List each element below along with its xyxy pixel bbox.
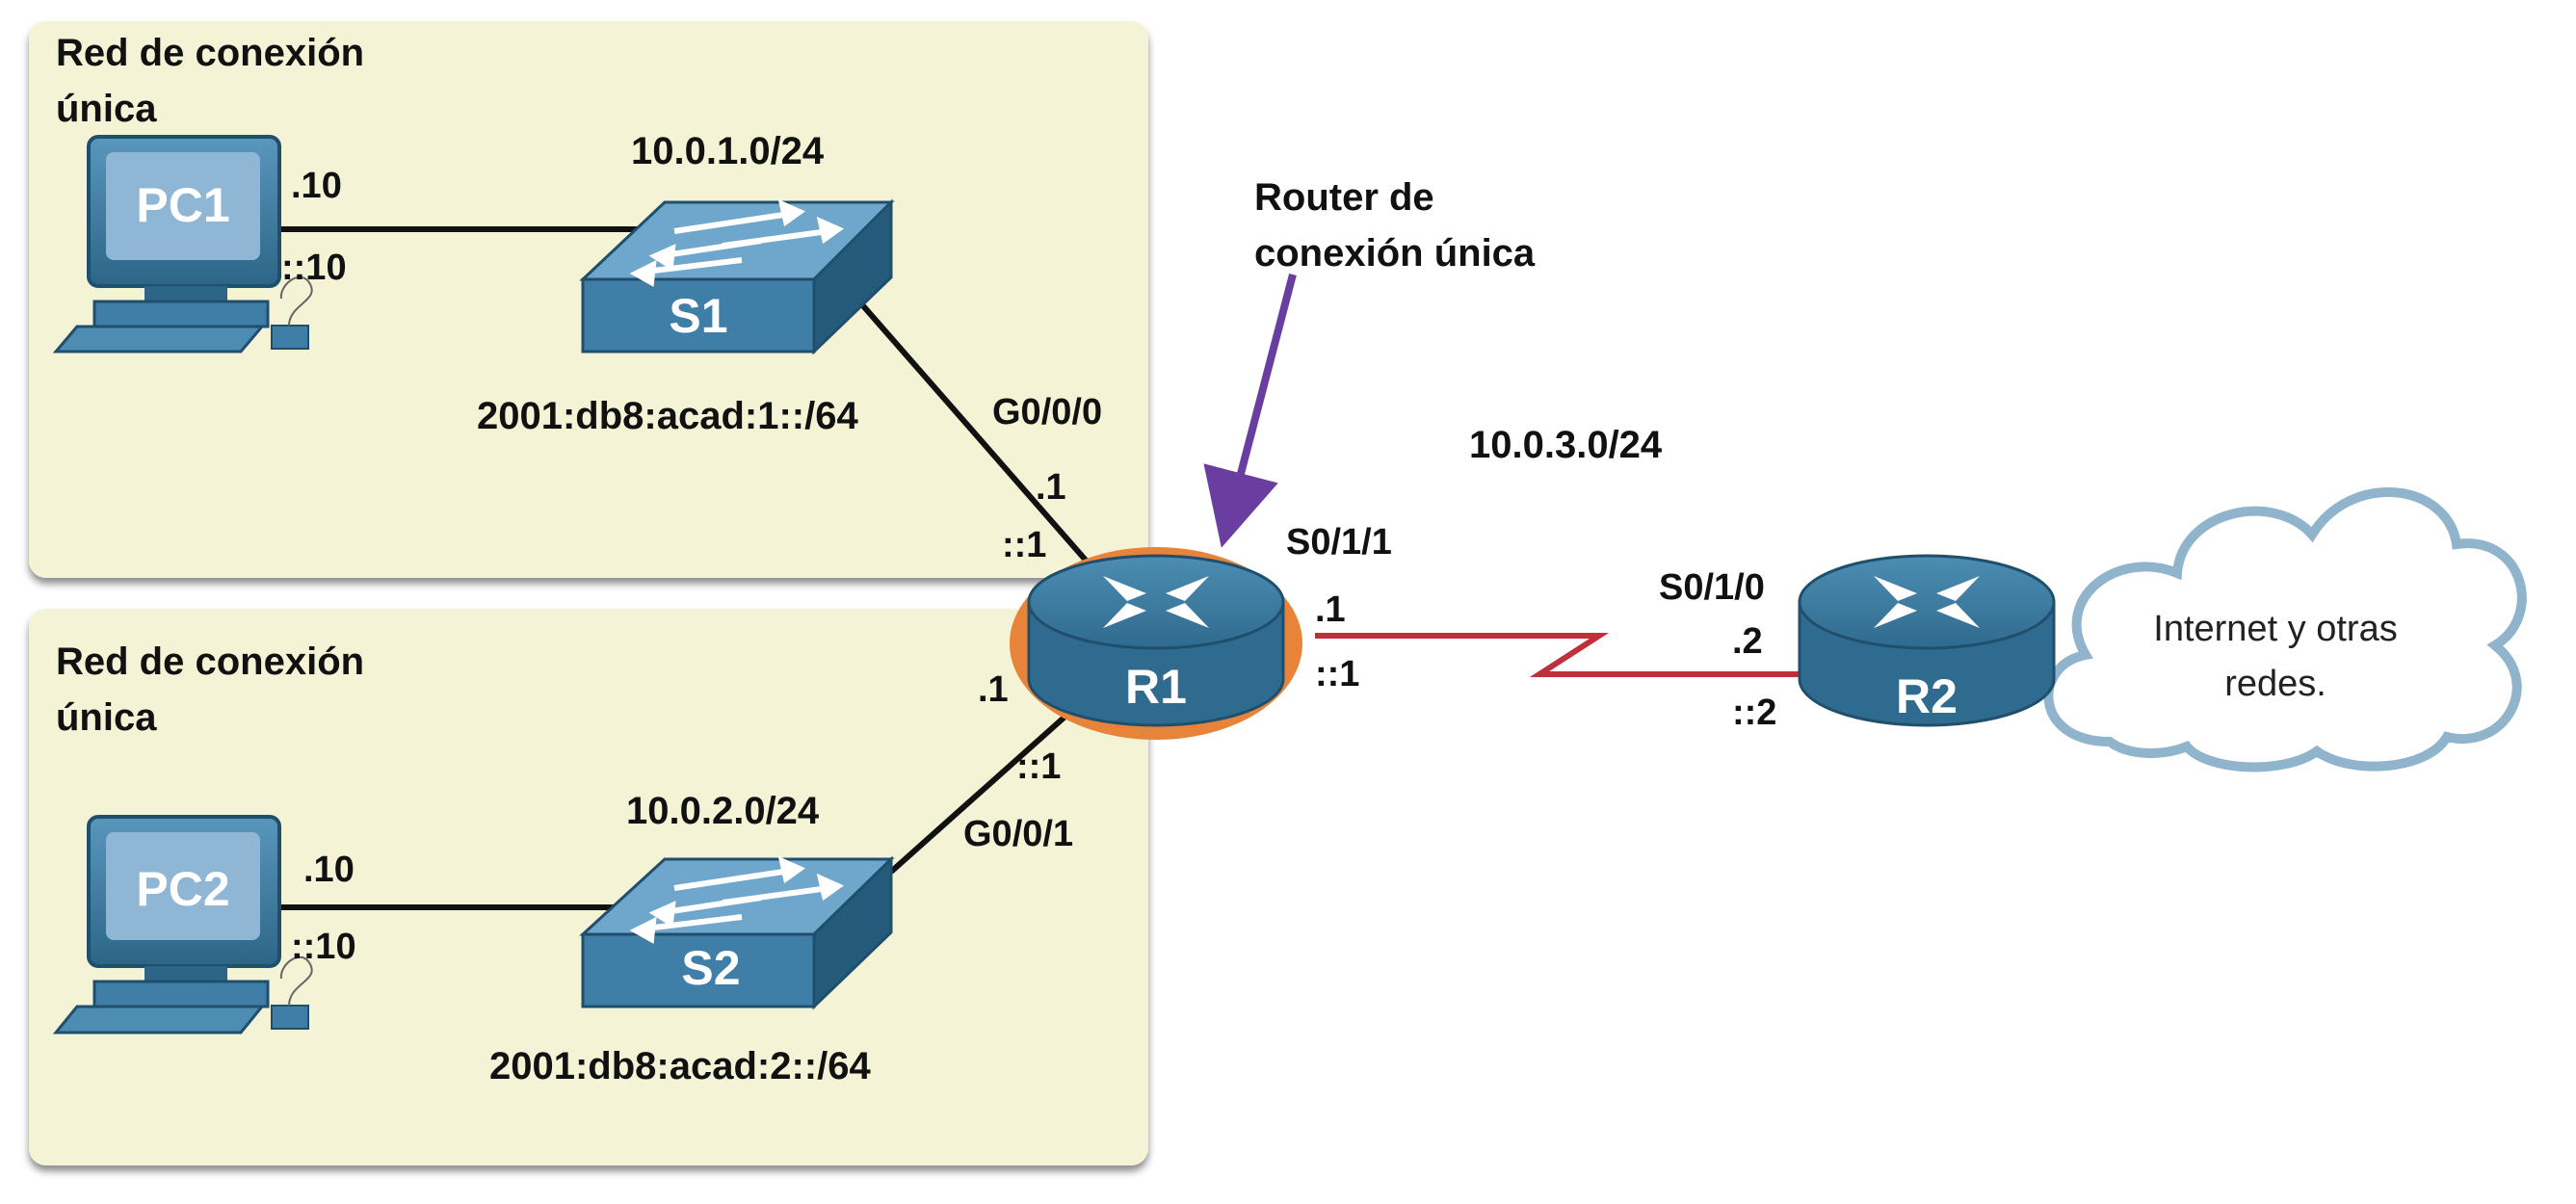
callout-line1: Router de (1254, 176, 1434, 219)
r2-s010-ipv6: ::2 (1732, 693, 1776, 733)
link-serial-r1-r2 (1315, 633, 1811, 677)
wan-network: 10.0.3.0/24 (1469, 424, 1663, 466)
pc1-label: PC1 (136, 178, 229, 232)
pc2-label: PC2 (136, 862, 229, 916)
r1-s011-ipv4: .1 (1315, 589, 1346, 630)
zone-bottom-title-line1: Red de conexión (56, 641, 364, 683)
switch-s2-icon (579, 855, 895, 1010)
cloud-line2: redes. (2224, 664, 2326, 704)
zone-bottom-title-line2: única (56, 696, 157, 739)
r1-g001-ipv4: .1 (978, 669, 1009, 710)
s1-ipv6-net: 2001:db8:acad:1::/64 (477, 395, 858, 437)
r1-s011-name: S0/1/1 (1286, 522, 1392, 563)
zone-top-title-line2: única (56, 88, 157, 130)
router-r1-icon (1010, 547, 1302, 740)
r2-s010-ipv4: .2 (1732, 621, 1763, 662)
zone-top-title-line1: Red de conexión (56, 32, 364, 74)
pc2-ipv4: .10 (303, 850, 355, 890)
s2-ipv6-net: 2001:db8:acad:2::/64 (489, 1045, 871, 1087)
cloud-line1: Internet y otras (2153, 609, 2397, 649)
callout-line2: conexión única (1254, 232, 1536, 275)
s1-label: S1 (669, 289, 727, 343)
r1-g000-ipv6: ::1 (1002, 525, 1046, 565)
cloud-icon (2043, 487, 2527, 772)
pc1-icon (52, 135, 313, 353)
link-s2-r1 (889, 710, 1071, 875)
router-r2-icon (1798, 554, 2056, 727)
s2-ipv4-net: 10.0.2.0/24 (626, 790, 820, 832)
switch-s1-icon (579, 198, 895, 355)
pc1-ipv6: ::10 (281, 248, 347, 288)
r1-s011-ipv6: ::1 (1315, 654, 1359, 694)
r1-g000-ipv4: .1 (1036, 467, 1066, 508)
link-s1-r1 (850, 292, 1091, 565)
r1-label: R1 (1125, 660, 1187, 714)
pc1-ipv4: .10 (291, 166, 342, 206)
pc2-icon (52, 815, 313, 1034)
r2-label: R2 (1896, 669, 1958, 723)
r1-g001-ipv6: ::1 (1016, 746, 1061, 787)
pc2-ipv6: ::10 (291, 927, 356, 967)
callout-arrow (1203, 273, 1297, 548)
s1-ipv4-net: 10.0.1.0/24 (631, 130, 825, 172)
r1-g000-name: G0/0/0 (992, 392, 1102, 432)
s2-label: S2 (681, 941, 740, 995)
r1-g001-name: G0/0/1 (963, 814, 1073, 854)
r2-s010-name: S0/1/0 (1659, 567, 1765, 608)
